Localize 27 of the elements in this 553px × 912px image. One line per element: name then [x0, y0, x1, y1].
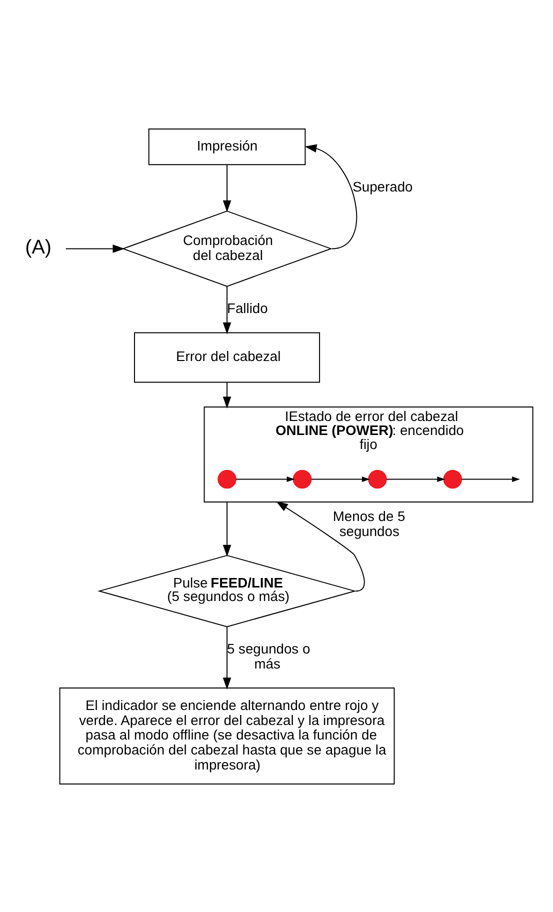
node-circle: [218, 469, 236, 488]
edge-label: Fallido: [227, 300, 268, 316]
arrow: [236, 476, 295, 482]
arrow: [222, 285, 232, 334]
arrow: [222, 381, 232, 408]
edge-label: 5 segundos o más: [227, 640, 310, 671]
node-box: El indicador se enciende alternando entre rojo y verde. Aparece el error del cabezal y la impresora pasa al modo offline (se desactiva la función de comprobación del cabezal hasta que se apague la impresora): [59, 687, 395, 784]
node-circle: [443, 469, 462, 488]
arrow: [222, 501, 232, 556]
arrow: [65, 244, 125, 252]
node-diamond: Pulse FEED/LINE (5 segundos o más): [98, 554, 357, 627]
arrow: [222, 626, 232, 690]
arrow: [304, 144, 358, 249]
node-box: Impresión: [148, 128, 306, 165]
edge-label: Superado: [352, 178, 413, 194]
arrow: [276, 500, 365, 592]
node-diamond: Comprobación del cabezal: [122, 210, 332, 286]
arrow: [386, 476, 446, 482]
node-box: Error del cabezal: [134, 332, 320, 382]
node-text: (A): [25, 236, 52, 258]
edge-label: Menos de 5 segundos: [332, 508, 406, 538]
arrow: [461, 476, 520, 482]
node-circle: [368, 469, 387, 488]
arrow: [222, 164, 232, 212]
node-circle: [292, 469, 312, 488]
arrow: [310, 476, 370, 482]
cluster: IEstado de error del cabezal ONLINE (POWER): encendido fijo: [204, 406, 534, 502]
